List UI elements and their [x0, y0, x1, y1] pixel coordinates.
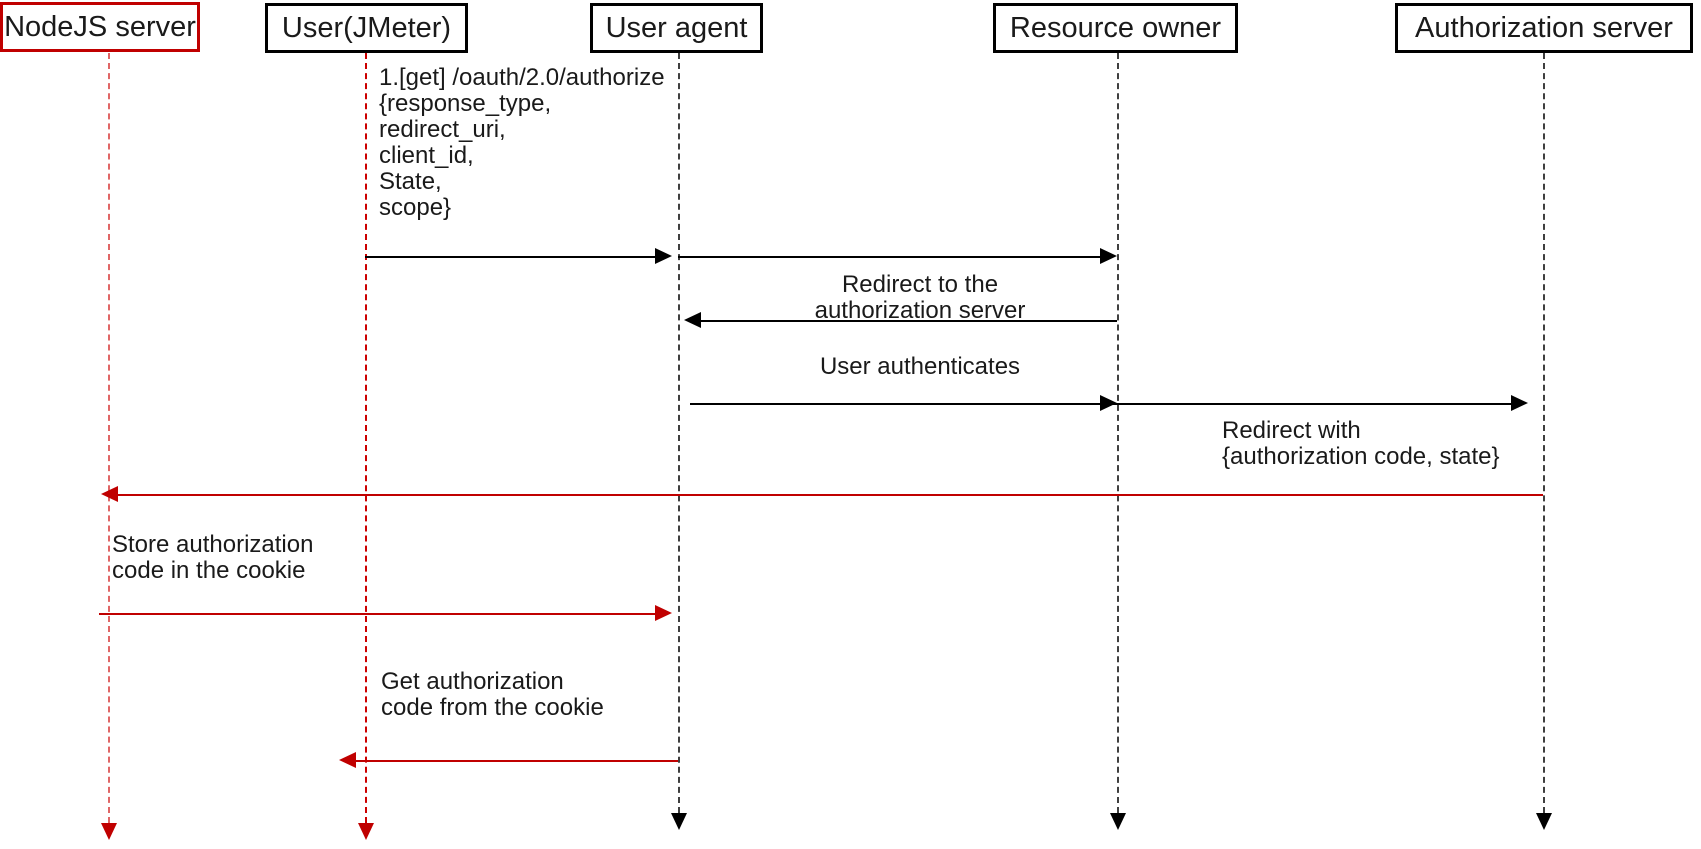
participant-box-owner[interactable]: Resource owner	[993, 3, 1238, 53]
lifeline-jmeter	[365, 53, 367, 823]
message-label-m5: Redirect with {authorization code, state…	[1222, 417, 1500, 470]
participant-box-jmeter[interactable]: User(JMeter)	[265, 3, 468, 53]
lifeline-useragent	[678, 53, 680, 813]
participant-label-authsrv: Authorization server	[1415, 11, 1673, 44]
participant-box-nodejs[interactable]: NodeJS server	[0, 2, 200, 52]
participant-label-useragent: User agent	[605, 11, 748, 44]
message-arrowhead-m3	[684, 312, 701, 328]
message-arrowhead-m2	[1100, 248, 1117, 264]
message-arrowhead-m4-end	[1511, 395, 1528, 411]
message-line-m3	[701, 320, 1117, 322]
lifeline-end-arrow-useragent	[671, 813, 687, 830]
lifeline-owner	[1117, 53, 1119, 813]
participant-label-jmeter: User(JMeter)	[281, 11, 452, 44]
message-label-m1: 1.[get] /oauth/2.0/authorize {response_t…	[379, 64, 665, 221]
message-label-m3: Redirect to the authorization server	[814, 271, 1026, 324]
lifeline-nodejs	[108, 53, 110, 823]
lifeline-end-arrow-nodejs	[101, 823, 117, 840]
lifeline-end-arrow-owner	[1110, 813, 1126, 830]
message-arrowhead-m6	[655, 605, 672, 621]
message-arrowhead-m7	[339, 752, 356, 768]
message-arrowhead-m4	[1100, 395, 1117, 411]
message-arrowhead-m1	[655, 248, 672, 264]
participant-label-owner: Resource owner	[1009, 11, 1222, 44]
message-line-m5	[118, 494, 1543, 496]
message-label-m4: User authenticates	[819, 353, 1021, 380]
message-label-m6: Store authorization code in the cookie	[112, 531, 314, 584]
lifeline-end-arrow-jmeter	[358, 823, 374, 840]
message-arrowhead-m5	[101, 486, 118, 502]
participant-label-nodejs: NodeJS server	[4, 10, 196, 43]
message-label-m7: Get authorization code from the cookie	[381, 668, 604, 721]
message-line-m1	[365, 256, 655, 258]
message-line-m7	[356, 760, 678, 762]
lifeline-end-arrow-authsrv	[1536, 813, 1552, 830]
message-line-m2	[678, 256, 1100, 258]
participant-box-useragent[interactable]: User agent	[590, 3, 763, 53]
message-line-m6	[99, 613, 655, 615]
participant-box-authsrv[interactable]: Authorization server	[1395, 3, 1693, 53]
lifeline-authsrv	[1543, 53, 1545, 813]
